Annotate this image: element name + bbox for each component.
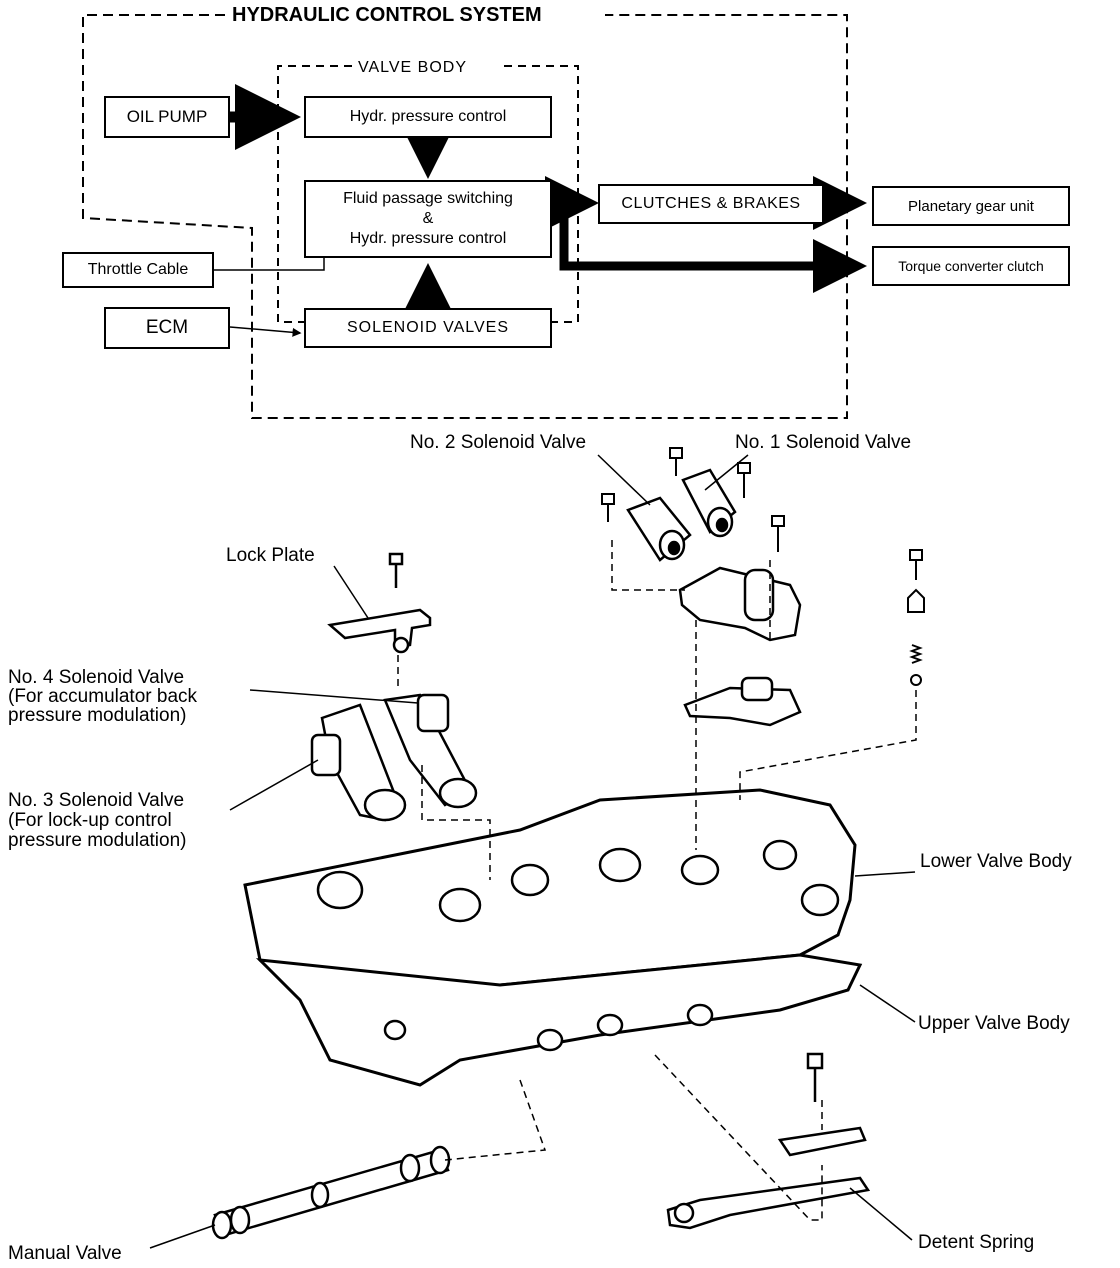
lock-plate-label: Lock Plate bbox=[226, 545, 315, 566]
fluid-passage-line3: Hydr. pressure control bbox=[349, 230, 507, 247]
upper-valve-body-label: Upper Valve Body bbox=[918, 1013, 1070, 1034]
no3-solenoid-label-line1: No. 3 Solenoid Valve bbox=[8, 790, 185, 811]
no1-solenoid-label: No. 1 Solenoid Valve bbox=[735, 432, 912, 453]
no4-solenoid-label-line3: pressure modulation) bbox=[8, 705, 187, 726]
lower-valve-body-label: Lower Valve Body bbox=[920, 851, 1072, 872]
system-title: HYDRAULIC CONTROL SYSTEM bbox=[226, 4, 548, 27]
bracket-boss bbox=[743, 568, 775, 622]
manual-valve-label: Manual Valve bbox=[8, 1243, 122, 1264]
fluid-passage-box: Fluid passage switching & Hydr. pressure… bbox=[304, 180, 552, 258]
fluid-passage-line1: Fluid passage switching bbox=[343, 190, 513, 207]
arrow-fluid-to-torque bbox=[559, 203, 867, 293]
solenoid-valve-no2-part bbox=[626, 496, 692, 562]
ecm-link bbox=[229, 326, 302, 337]
no4-solenoid-label-line1: No. 4 Solenoid Valve bbox=[8, 667, 185, 688]
small-plate-boss bbox=[740, 676, 774, 702]
solenoid-valve-no1-part bbox=[681, 468, 737, 538]
planetary-gear-unit-box: Planetary gear unit bbox=[872, 186, 1070, 226]
no3-solenoid-label-line2: (For lock-up control bbox=[8, 810, 172, 831]
detent-spring-label: Detent Spring bbox=[918, 1232, 1035, 1253]
solenoid-bolts bbox=[601, 447, 785, 552]
throttle-cable-link bbox=[213, 258, 325, 271]
solenoid-bracket bbox=[678, 566, 802, 642]
valve-body-bores bbox=[316, 839, 840, 1052]
hydraulic-system-boundary bbox=[82, 14, 848, 419]
fluid-passage-line2: & bbox=[422, 210, 434, 227]
ecm-box: ECM bbox=[104, 307, 230, 349]
oil-pump-box: OIL PUMP bbox=[104, 96, 230, 138]
no2-solenoid-label: No. 2 Solenoid Valve bbox=[410, 432, 587, 453]
leader-lines bbox=[149, 454, 916, 1249]
manual-valve-part bbox=[211, 1145, 451, 1240]
detent-spring-part bbox=[666, 1052, 871, 1230]
valve-body-title: VALVE BODY bbox=[356, 57, 469, 78]
throttle-cable-box: Throttle Cable bbox=[62, 252, 214, 288]
solenoid-valves-box: SOLENOID VALVES bbox=[304, 308, 552, 348]
clutches-brakes-box: CLUTCHES & BRAKES bbox=[598, 184, 824, 224]
no4-solenoid-label-line2: (For accumulator back bbox=[8, 686, 198, 707]
solenoid-valve-no3-part bbox=[310, 703, 407, 822]
no3-solenoid-label-line3: pressure modulation) bbox=[8, 830, 187, 851]
solenoid-valve-no4-part bbox=[383, 693, 478, 809]
assembly-guide-lines bbox=[397, 540, 917, 1221]
lock-plate-part bbox=[327, 552, 432, 654]
torque-converter-clutch-box: Torque converter clutch bbox=[872, 246, 1070, 286]
hydr-pressure-control-box: Hydr. pressure control bbox=[304, 96, 552, 138]
check-ball-spring bbox=[907, 549, 925, 686]
upper-valve-body bbox=[255, 953, 863, 1087]
